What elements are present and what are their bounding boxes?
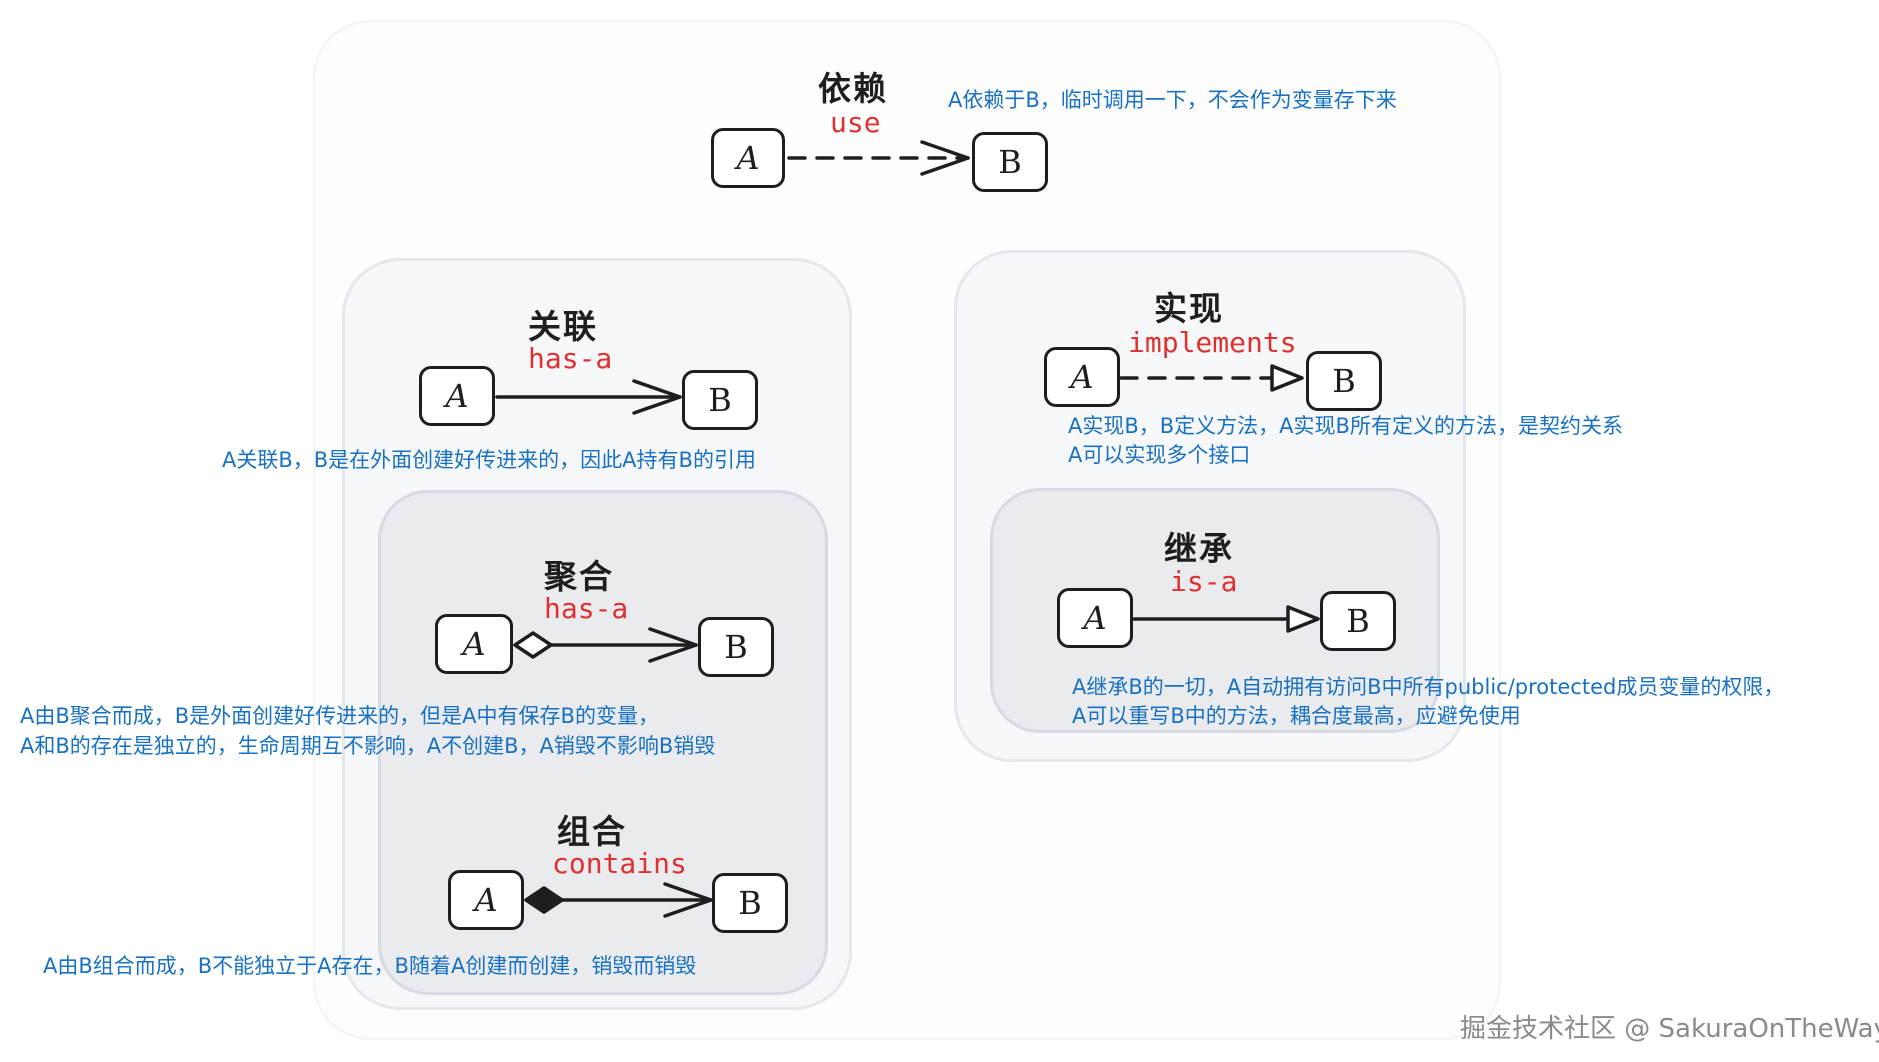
inheritance-title: 继承 [1164,529,1234,568]
realization-arrow [1119,364,1304,392]
aggregation-arrow [513,627,698,663]
realization-note-line2: A可以实现多个接口 [1068,443,1251,467]
realization-note-line1: A实现B，B定义方法，A实现B所有定义的方法，是契约关系 [1068,414,1623,438]
composition-note: A由B组合而成，B不能独立于A存在，B随着A创建而创建，销毁而销毁 [43,954,697,978]
association-note: A关联B，B是在外面创建好传进来的，因此A持有B的引用 [222,448,756,472]
watermark: 掘金技术社区 @ SakuraOnTheWay [1460,1014,1879,1044]
realization-box-b: B [1306,351,1382,411]
composition-title: 组合 [557,812,627,851]
aggregation-box-a: A [435,614,513,674]
dependency-box-a: A [711,128,785,188]
dependency-box-b: B [972,132,1048,192]
inheritance-tag: is-a [1170,565,1238,598]
dependency-title: 依赖 [818,69,888,108]
inheritance-note-line1: A继承B的一切，A自动拥有访问B中所有public/protected成员变量的… [1072,675,1785,699]
inheritance-box-a: A [1057,588,1133,648]
composition-arrow [524,882,713,918]
inheritance-arrow [1132,605,1320,633]
aggregation-box-b: B [698,617,774,677]
inheritance-box-b: B [1320,591,1396,651]
realization-tag: implements [1128,326,1297,359]
dependency-tag: use [830,106,881,139]
association-arrow [495,379,682,415]
composition-box-b: B [712,873,788,933]
association-title: 关联 [528,307,598,346]
realization-box-a: A [1044,347,1120,407]
aggregation-note-line2: A和B的存在是独立的，生命周期互不影响，A不创建B，A销毁不影响B销毁 [20,734,716,758]
realization-title: 实现 [1154,289,1224,328]
composition-box-a: A [448,870,524,930]
aggregation-note-line1: A由B聚合而成，B是外面创建好传进来的，但是A中有保存B的变量， [20,704,659,728]
aggregation-title: 聚合 [544,557,614,596]
association-box-b: B [682,370,758,430]
association-box-a: A [419,366,495,426]
dependency-note: A依赖于B，临时调用一下，不会作为变量存下来 [948,88,1397,112]
composition-tag: contains [552,847,687,880]
inheritance-note-line2: A可以重写B中的方法，耦合度最高，应避免使用 [1072,704,1521,728]
association-tag: has-a [528,342,613,375]
dependency-arrow [787,140,970,176]
aggregation-tag: has-a [544,592,629,625]
